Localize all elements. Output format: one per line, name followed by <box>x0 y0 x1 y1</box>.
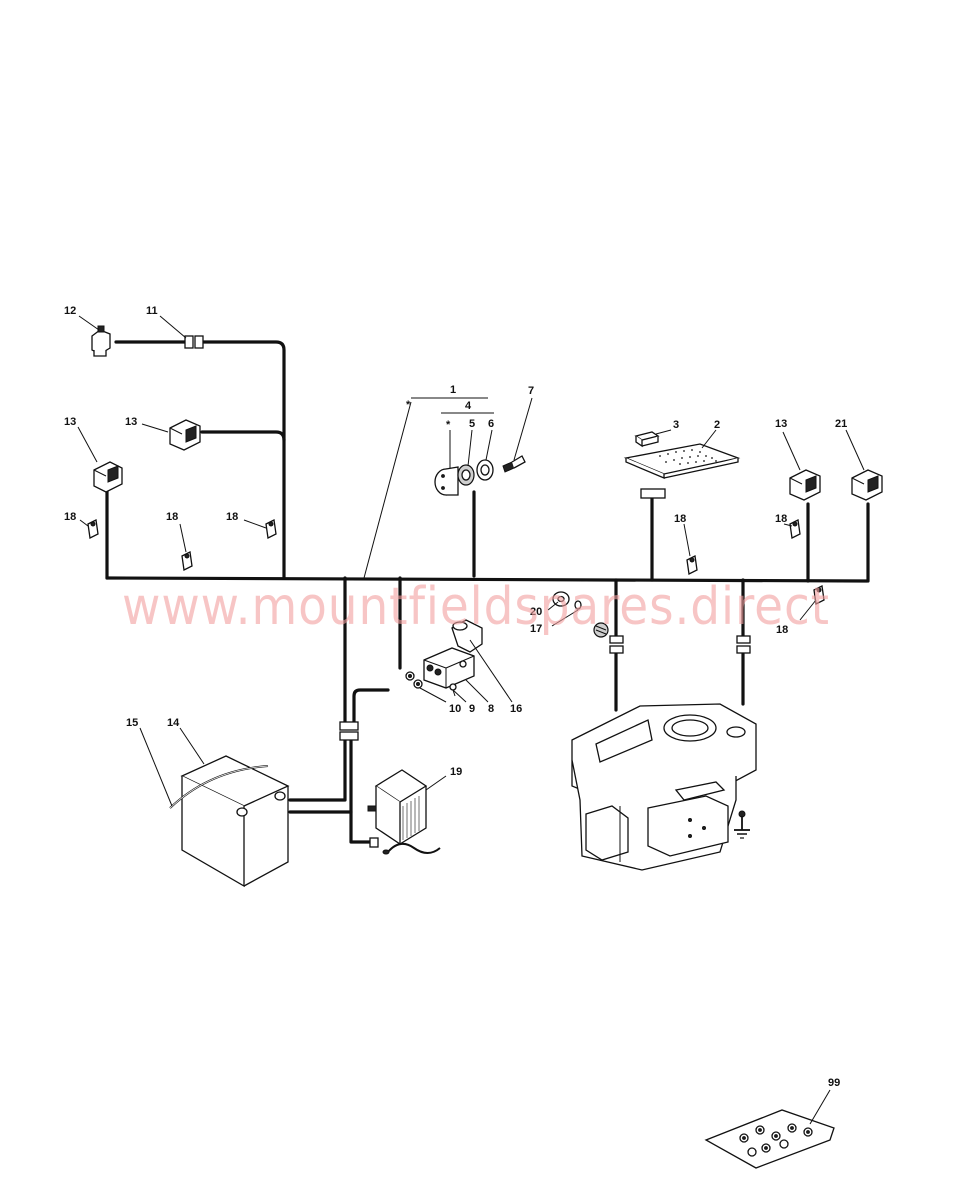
solenoid-cover-16 <box>451 619 483 653</box>
main-harness <box>105 335 870 848</box>
seat-switch-21 <box>851 469 883 501</box>
callout-16: 16 <box>510 703 522 715</box>
battery-charger-19 <box>367 769 441 855</box>
callout-18d: 18 <box>674 513 686 525</box>
callout-13a: 13 <box>64 416 76 428</box>
watermark: www.mountfieldspares.direct <box>122 577 830 637</box>
callout-1: 1 <box>450 384 456 396</box>
fuse-3 <box>634 431 660 448</box>
cable-clip-18c <box>265 519 277 539</box>
callout-labels: 1 4 * * 5 6 7 3 2 12 11 13 13 13 21 18 1… <box>64 305 847 1089</box>
callout-2: 2 <box>714 419 720 431</box>
engine <box>571 703 757 871</box>
callout-18a: 18 <box>64 511 76 523</box>
safety-switch-13-right <box>789 469 821 501</box>
callout-14: 14 <box>167 717 180 729</box>
hardware-kit-99 <box>704 1109 835 1169</box>
callout-17: 17 <box>530 623 542 635</box>
callout-9: 9 <box>469 703 475 715</box>
callout-10: 10 <box>449 703 461 715</box>
ignition-key-7 <box>502 455 526 473</box>
callout-star-4: * <box>446 419 451 431</box>
callout-18e: 18 <box>775 513 787 525</box>
cable-clip-18d <box>686 555 698 575</box>
callout-11: 11 <box>146 305 158 317</box>
solenoid-screw-9 <box>449 683 457 697</box>
safety-switch-13-left <box>93 461 123 493</box>
callout-4: 4 <box>465 400 472 412</box>
callout-15: 15 <box>126 717 138 729</box>
cable-clip-18b <box>181 551 193 571</box>
callout-18f: 18 <box>776 624 788 636</box>
callout-99: 99 <box>828 1077 840 1089</box>
callout-12: 12 <box>64 305 76 317</box>
switch-nut-6 <box>476 459 494 481</box>
safety-switch-13-mid <box>169 419 201 451</box>
callout-7: 7 <box>528 385 534 397</box>
sensor-switch-12 <box>91 325 111 357</box>
ground-symbol <box>734 810 750 839</box>
ignition-switch-4 <box>434 466 459 496</box>
battery-strap-15 <box>169 765 269 809</box>
callout-5: 5 <box>469 418 475 430</box>
circuit-board-2 <box>623 443 741 479</box>
callout-13c: 13 <box>775 418 787 430</box>
leader-lines <box>77 315 865 1125</box>
callout-18b: 18 <box>166 511 178 523</box>
solenoid-8 <box>423 647 475 689</box>
callout-19: 19 <box>450 766 462 778</box>
switch-spring-5 <box>457 464 475 486</box>
callout-6: 6 <box>488 418 494 430</box>
cable-clip-18f <box>813 585 825 605</box>
battery-14 <box>180 755 290 888</box>
cable-clip-18a <box>87 519 99 539</box>
solenoid-nut-10 <box>405 671 423 689</box>
callout-star-1: * <box>406 399 411 411</box>
callout-8: 8 <box>488 703 494 715</box>
callout-13b: 13 <box>125 416 137 428</box>
callout-20: 20 <box>530 606 542 618</box>
cable-clip-18e <box>789 519 801 539</box>
spring-washer-17 <box>574 600 609 638</box>
callout-3: 3 <box>673 419 679 431</box>
callout-18c: 18 <box>226 511 238 523</box>
callout-21: 21 <box>835 418 847 430</box>
